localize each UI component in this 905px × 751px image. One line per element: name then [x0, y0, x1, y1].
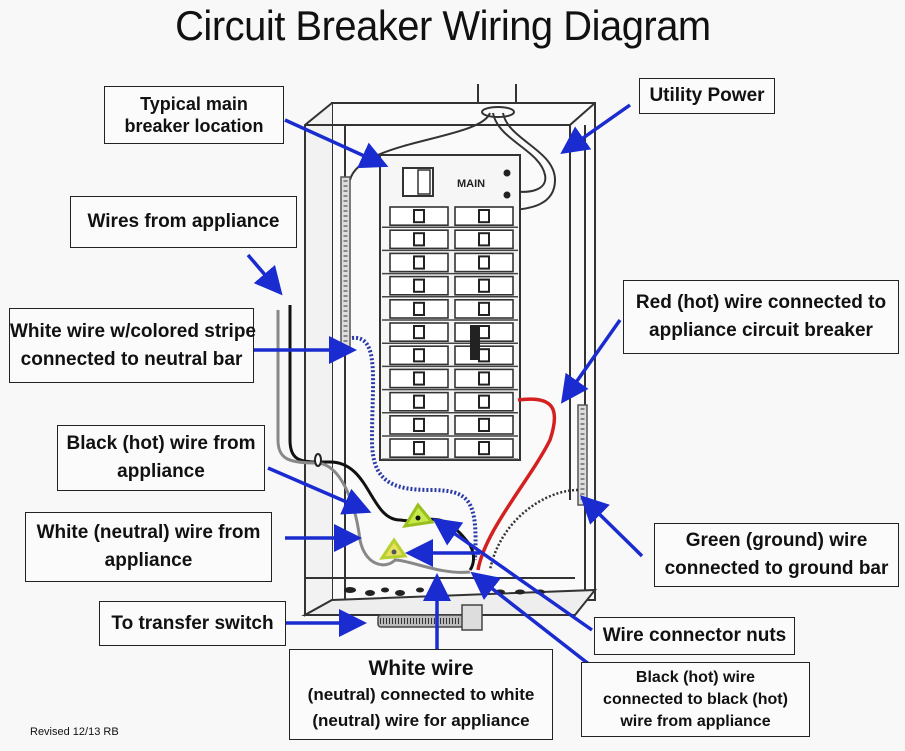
label-line: Wires from appliance	[87, 211, 280, 232]
label-white-striped-wire: White wire w/colored stripe connected to…	[9, 308, 256, 383]
transfer-switch-conduit	[377, 604, 483, 631]
label-line: To transfer switch	[111, 612, 274, 634]
label-transfer-switch: To transfer switch	[99, 601, 286, 646]
revision-note: Revised 12/13 RB	[30, 726, 119, 738]
label-line: White wire w/colored stripe	[10, 320, 256, 342]
ground-wire	[488, 488, 579, 571]
label-line: White (neutral) wire from	[36, 522, 261, 543]
breaker-toggle	[478, 417, 490, 432]
label-line: Black (hot) wire	[635, 668, 756, 686]
breaker-toggle	[413, 301, 425, 316]
breaker-toggle	[413, 255, 425, 270]
neutral-striped-wire	[351, 335, 478, 561]
label-line: connected to ground bar	[664, 558, 889, 579]
label-line: Red (hot) wire connected to	[635, 292, 887, 313]
label-black-hot-from-appliance: Black (hot) wire from appliance	[57, 425, 265, 491]
breaker-toggle	[413, 441, 425, 456]
label-line: connected to black (hot)	[603, 690, 788, 708]
label-line: (neutral) wire for appliance	[312, 710, 530, 730]
breaker-toggle	[478, 348, 490, 363]
label-line: connected to neutral bar	[20, 348, 243, 370]
neutral-bar	[340, 176, 351, 350]
label-line: Utility Power	[649, 85, 765, 106]
wire-connector-nut-2	[379, 537, 408, 560]
breaker-rows	[382, 206, 518, 460]
breaker-toggle	[413, 232, 425, 247]
breaker-toggle	[413, 417, 425, 432]
breaker-toggle	[478, 278, 490, 293]
label-white-neutral-from-appliance: White (neutral) wire from appliance	[25, 512, 272, 582]
tripped-breaker-handle	[470, 325, 480, 360]
label-wires-from-appliance: Wires from appliance	[70, 196, 297, 248]
breaker-toggle	[413, 325, 425, 340]
label-line: breaker location	[124, 116, 264, 136]
breaker-toggle	[413, 278, 425, 293]
label-line: appliance	[117, 461, 205, 482]
title-text: Circuit Breaker Wiring Diagram	[174, 2, 711, 49]
label-wire-connector-nuts: Wire connector nuts	[594, 617, 795, 655]
breaker-toggle	[478, 301, 490, 316]
label-line: wire from appliance	[620, 712, 771, 730]
main-label: MAIN	[457, 178, 485, 190]
breaker-toggle	[413, 348, 425, 363]
red-hot-wire	[476, 397, 557, 571]
breaker-toggle	[478, 371, 490, 386]
page-title: Circuit Breaker Wiring Diagram	[0, 2, 905, 50]
label-line: appliance	[104, 550, 193, 571]
label-line: (neutral) connected to white	[307, 684, 535, 704]
label-line: Black (hot) wire from	[66, 433, 256, 454]
label-line: Wire connector nuts	[602, 625, 787, 646]
callout-arrows	[246, 103, 644, 667]
label-utility-power: Utility Power	[639, 78, 775, 114]
label-line: White wire	[368, 656, 474, 680]
breaker-toggle	[478, 394, 490, 409]
breaker-box: MAIN	[379, 154, 521, 461]
breaker-toggle	[413, 209, 425, 224]
label-white-wire-neutral: White wire (neutral) connected to white …	[289, 649, 553, 740]
breaker-toggle	[478, 255, 490, 270]
label-green-ground-wire: Green (ground) wire connected to ground …	[654, 523, 899, 587]
breaker-toggle	[478, 441, 490, 456]
breaker-toggle	[478, 325, 490, 340]
label-typical-main-breaker: Typical main breaker location	[104, 86, 284, 144]
ground-bar	[577, 404, 588, 506]
breaker-toggle	[413, 371, 425, 386]
breaker-toggle	[413, 394, 425, 409]
breaker-toggle	[478, 232, 490, 247]
label-line: Typical main	[140, 94, 248, 114]
wire-connector-nut-1	[402, 502, 435, 528]
label-line: appliance circuit breaker	[649, 320, 873, 341]
label-line: Green (ground) wire	[685, 530, 868, 551]
label-black-hot-connected: Black (hot) wire connected to black (hot…	[581, 662, 810, 737]
breaker-toggle	[478, 209, 490, 224]
label-red-hot-wire: Red (hot) wire connected to appliance ci…	[623, 280, 899, 354]
